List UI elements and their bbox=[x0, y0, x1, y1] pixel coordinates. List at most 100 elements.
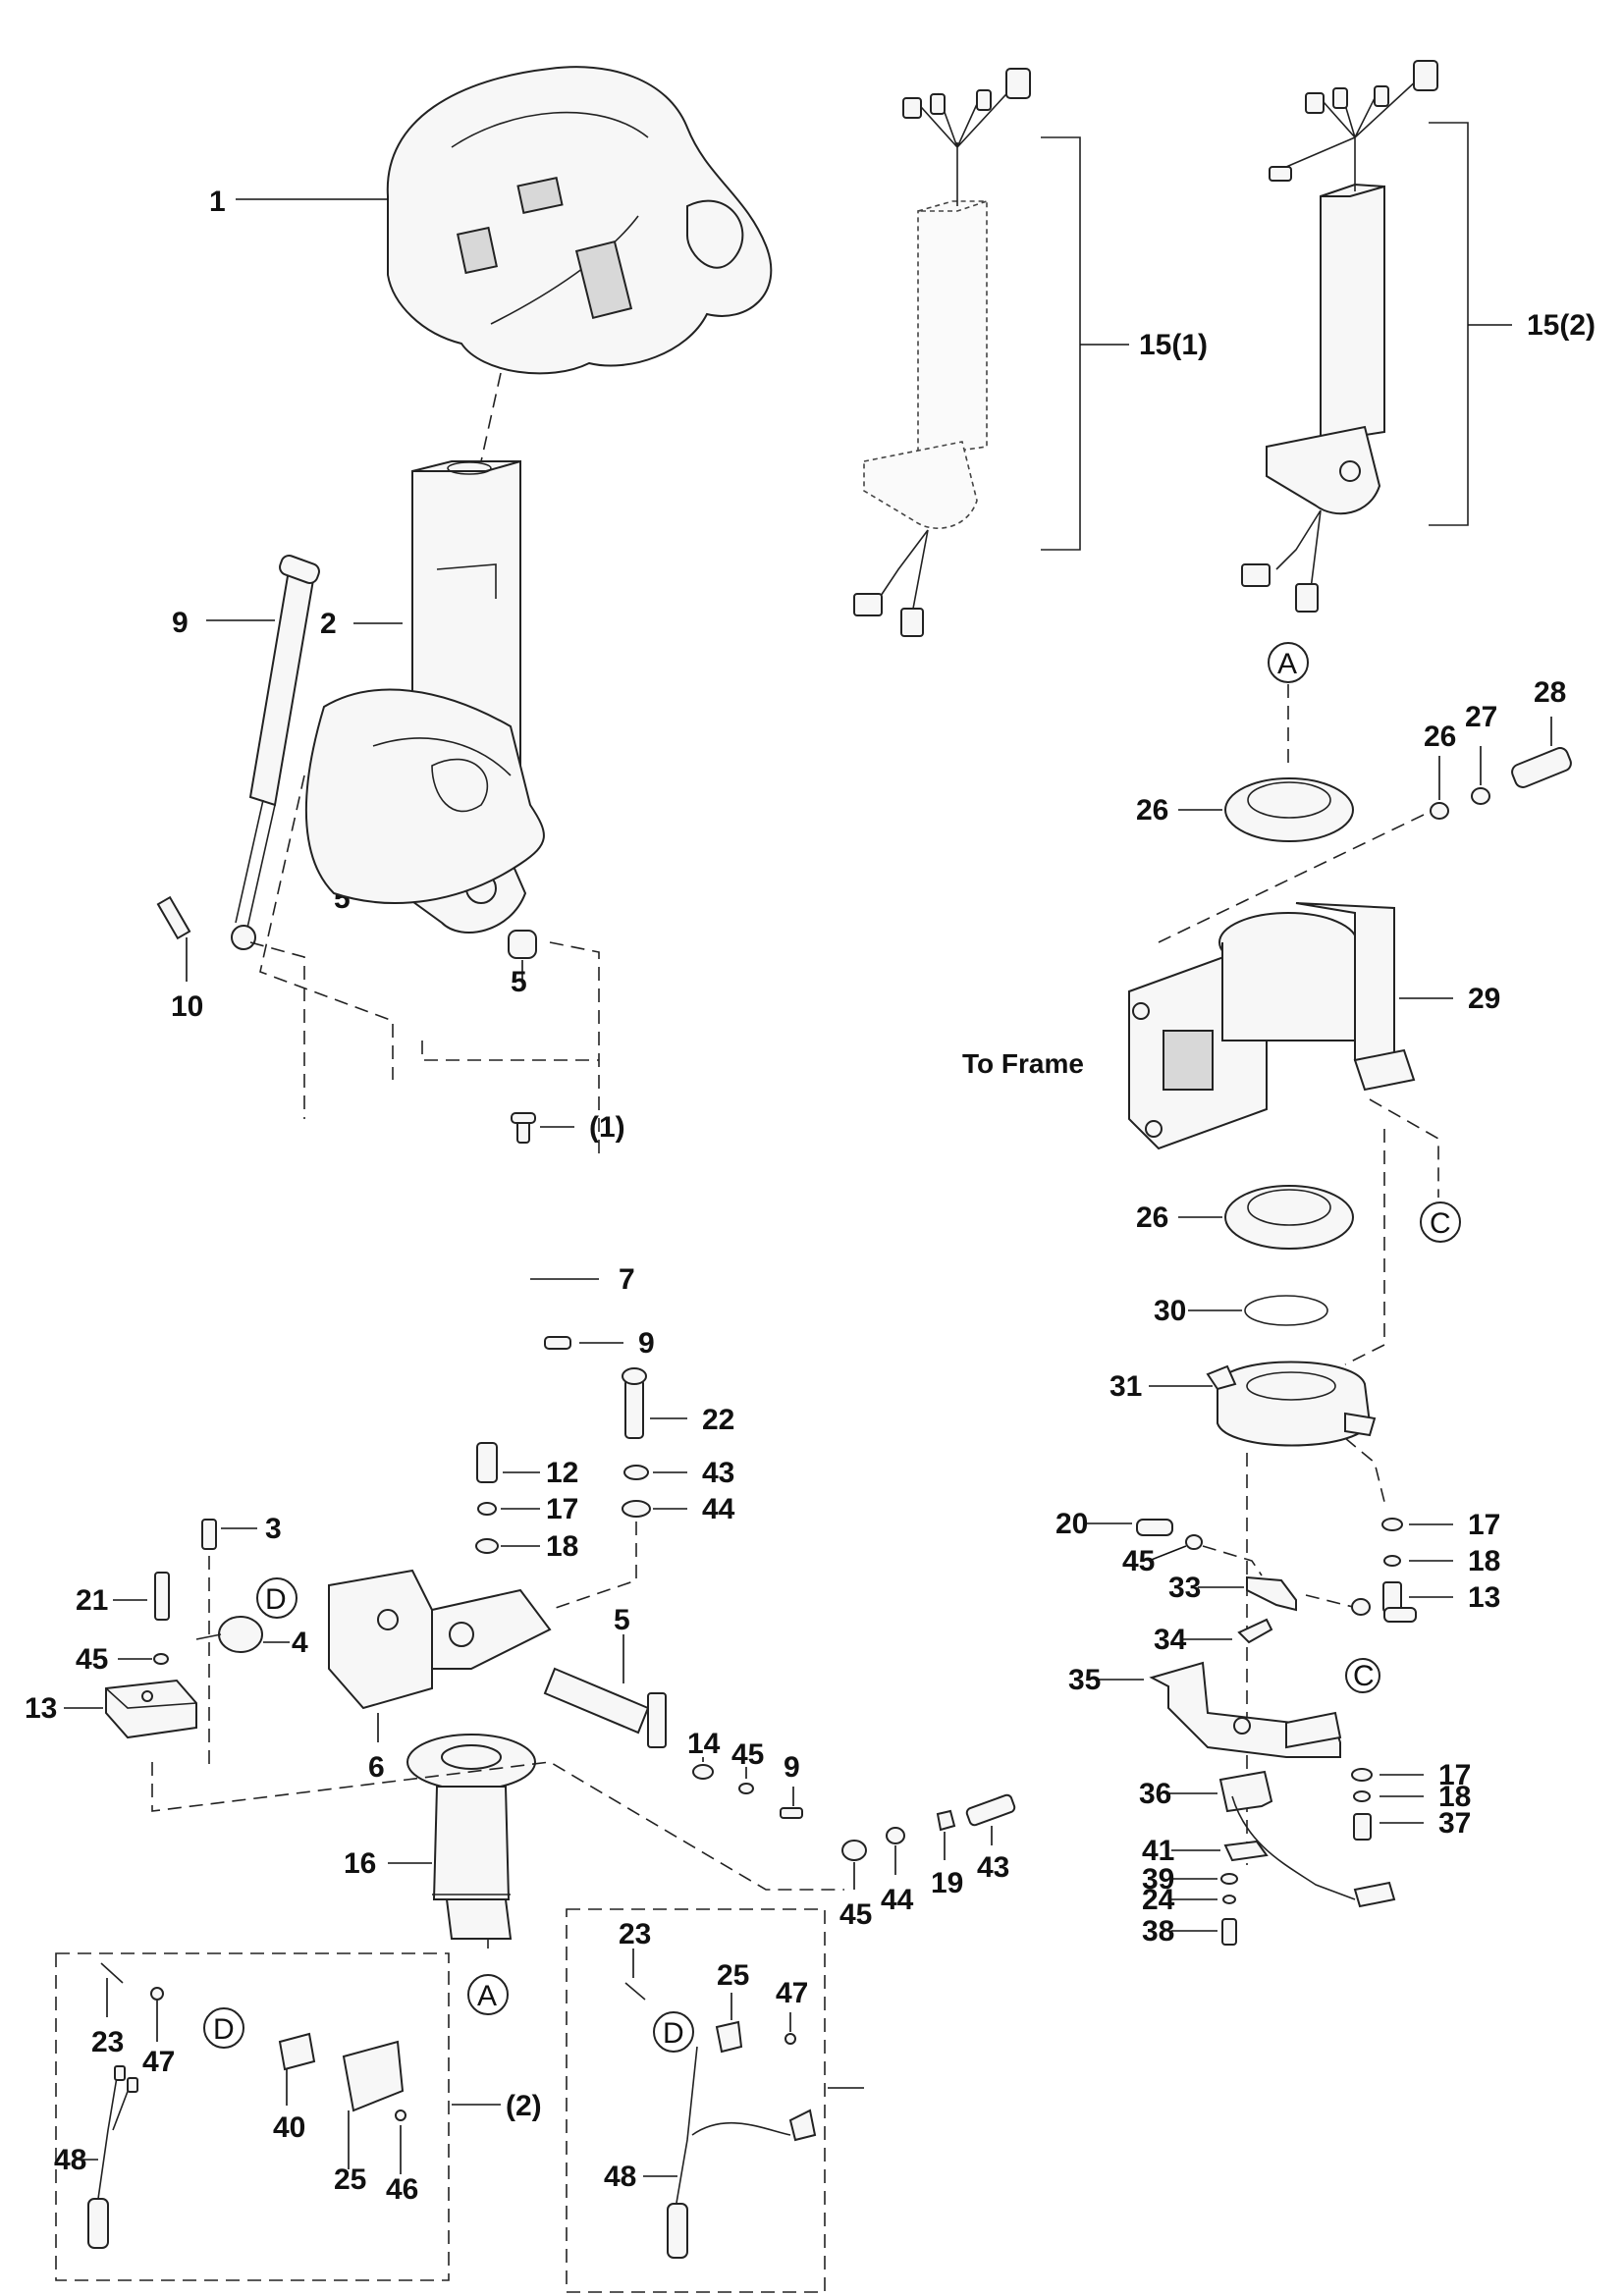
marker-a-upper-label: A bbox=[1277, 648, 1297, 680]
washer-43b-part bbox=[886, 1827, 905, 1844]
bolt-part bbox=[156, 895, 191, 940]
bracket-15-1 bbox=[1041, 136, 1081, 551]
bracket-35-part bbox=[1149, 1661, 1342, 1758]
label-part-3: 3 bbox=[265, 1513, 282, 1545]
screw-9-part bbox=[544, 1336, 571, 1350]
reference-marker-a-lower bbox=[467, 1974, 509, 2015]
plate-32-part bbox=[1206, 1361, 1377, 1447]
label-part-33: 33 bbox=[1168, 1572, 1201, 1604]
label-part-10: 13 bbox=[25, 1692, 57, 1725]
label-part-23b: 23 bbox=[619, 1918, 651, 1950]
pin-part bbox=[543, 1667, 667, 1748]
washer-17-part bbox=[477, 1502, 497, 1516]
lever-34-part bbox=[1237, 1618, 1273, 1644]
washer-45b-part bbox=[738, 1783, 754, 1794]
label-part-45b: 45 bbox=[731, 1738, 764, 1771]
label-part-8: 7 bbox=[619, 1263, 635, 1296]
label-part-35: 35 bbox=[1068, 1664, 1101, 1696]
dash-20 bbox=[1202, 1545, 1263, 1576]
label-part-19: 19 bbox=[931, 1867, 963, 1899]
knob-part bbox=[195, 1616, 263, 1653]
gas-spring-part bbox=[231, 555, 320, 950]
label-part-7: 6 bbox=[368, 1751, 385, 1784]
washer-45c-part bbox=[1185, 1534, 1203, 1550]
label-part-24: 24 bbox=[1142, 1884, 1175, 1916]
label-part-18a: 18 bbox=[546, 1530, 578, 1563]
to-frame-annotation: To Frame bbox=[962, 1048, 1084, 1079]
label-part-30: 29 bbox=[1468, 983, 1500, 1015]
label-part-1: 1 bbox=[209, 186, 226, 218]
assembly-axis bbox=[480, 372, 502, 462]
label-part-32: 31 bbox=[1109, 1370, 1142, 1403]
bracket-part bbox=[328, 1569, 552, 1710]
label-part-41: 41 bbox=[1142, 1835, 1174, 1867]
washer-18c-part bbox=[1353, 1790, 1371, 1802]
marker-d-label: D bbox=[265, 1583, 287, 1616]
label-part-47b: 47 bbox=[776, 1977, 808, 2009]
bearing-26-upper-part bbox=[1224, 777, 1354, 842]
pivot-housing-part bbox=[406, 1734, 536, 1940]
screw-37-part bbox=[1353, 1813, 1372, 1841]
leader-45c bbox=[1148, 1545, 1187, 1562]
washer-17b-part bbox=[1381, 1518, 1403, 1531]
marker-d-variant-2-label: D bbox=[663, 2017, 684, 2050]
label-part-6: 5 bbox=[614, 1604, 630, 1636]
reference-marker-d-variant-1 bbox=[203, 2007, 244, 2049]
dash-bracket-left bbox=[259, 774, 394, 1080]
label-part-26b: 26 bbox=[1136, 1201, 1168, 1234]
bracket-33-part bbox=[1246, 1575, 1297, 1612]
screw-21-part bbox=[154, 1572, 170, 1621]
label-part-48a: 48 bbox=[54, 2144, 86, 2176]
label-part-28: 27 bbox=[1465, 701, 1497, 733]
label-part-17b: 17 bbox=[1468, 1509, 1500, 1541]
label-part-11: 9 bbox=[172, 607, 189, 639]
label-part-15-1: 15(1) bbox=[1139, 329, 1208, 361]
cover-plate-25-part bbox=[342, 2040, 405, 2112]
screw-33-side bbox=[1383, 1607, 1417, 1623]
bracket-15-2 bbox=[1429, 122, 1469, 526]
washer-33-side bbox=[1351, 1598, 1371, 1616]
label-part-21: 21 bbox=[76, 1584, 108, 1617]
label-part-46: 47 bbox=[142, 2046, 175, 2078]
bolt-23b-part bbox=[624, 1982, 646, 2001]
label-part-48b: 48 bbox=[604, 2161, 636, 2193]
dash-22 bbox=[549, 1522, 637, 1611]
label-part-15-2: 15(2) bbox=[1527, 309, 1596, 342]
label-part-16: 16 bbox=[344, 1847, 376, 1880]
washer-14-part bbox=[692, 1764, 714, 1780]
cover-part bbox=[304, 688, 545, 904]
reference-marker-a-upper bbox=[1268, 642, 1309, 683]
plate-41-part bbox=[1223, 1840, 1269, 1862]
reference-marker-c-lower bbox=[1345, 1658, 1380, 1693]
label-part-9a: 9 bbox=[638, 1327, 655, 1360]
marker-c-upper-label: C bbox=[1430, 1207, 1451, 1240]
washer-24-part bbox=[1222, 1895, 1236, 1904]
washer-45-part bbox=[153, 1653, 169, 1665]
washer-44b-part bbox=[841, 1840, 867, 1861]
dash-long-connector bbox=[151, 1761, 844, 1891]
handle-assembly-15-1-part bbox=[853, 68, 1031, 637]
label-part-26a: 26 bbox=[1136, 794, 1168, 827]
label-part-31: 30 bbox=[1154, 1295, 1186, 1327]
nut-47-part bbox=[395, 2109, 406, 2121]
screw-13-part bbox=[476, 1442, 498, 1483]
bolt-20-part bbox=[1136, 1519, 1173, 1536]
label-part-20: 20 bbox=[1055, 1508, 1088, 1540]
variant-2-box bbox=[566, 1908, 826, 2293]
label-part-2: 2 bbox=[320, 608, 337, 640]
dash-12 bbox=[249, 941, 305, 1119]
screw-part bbox=[511, 1112, 536, 1144]
tiller-head-part bbox=[386, 66, 773, 375]
dash-c-side bbox=[1344, 1129, 1385, 1365]
label-part-43b: 44 bbox=[881, 1884, 914, 1916]
dash-27 bbox=[1158, 814, 1425, 943]
switch-40-part bbox=[278, 2032, 316, 2071]
label-part-43a: 43 bbox=[702, 1457, 734, 1489]
marker-a-lower-label: A bbox=[477, 1980, 497, 2012]
label-part-4: 4 bbox=[292, 1627, 308, 1659]
label-part-36: 36 bbox=[1139, 1778, 1171, 1810]
label-variant-1: (2) bbox=[506, 2090, 542, 2122]
label-part-14: 14 bbox=[687, 1728, 721, 1760]
label-part-25a: 25 bbox=[334, 2163, 366, 2196]
